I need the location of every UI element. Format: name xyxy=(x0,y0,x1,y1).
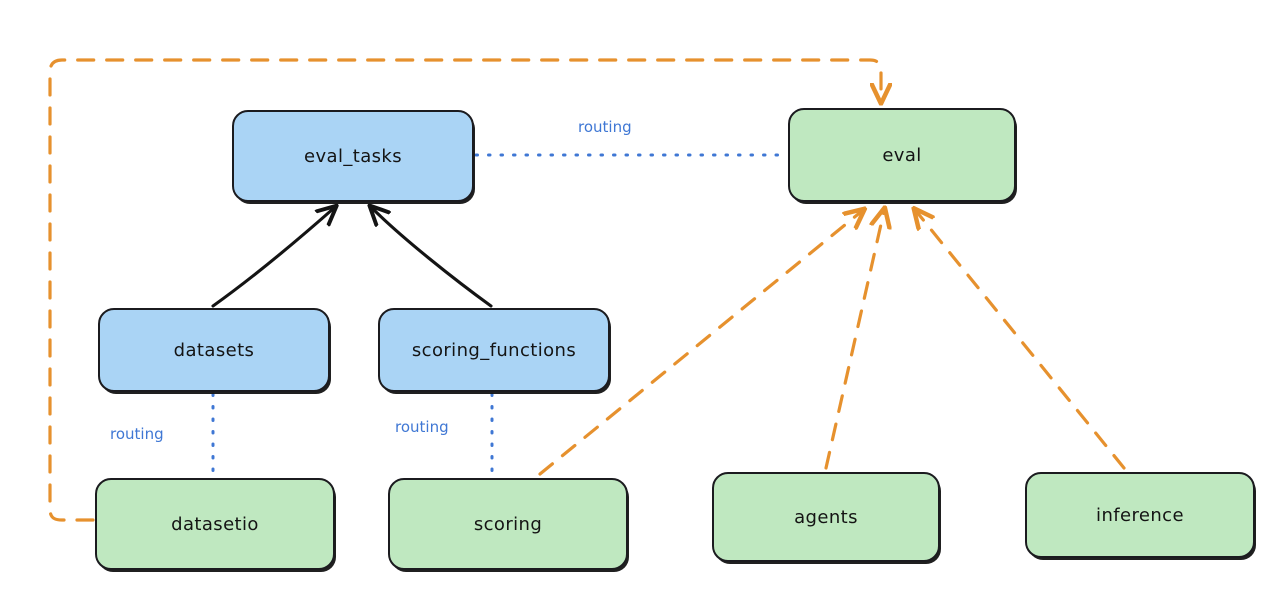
node-label-eval-tasks: eval_tasks xyxy=(303,145,403,167)
node-label-datasets: datasets xyxy=(173,339,255,361)
edge-agents-to-eval xyxy=(824,211,884,470)
edge-datasets-to-eval-tasks xyxy=(211,208,334,308)
node-agents[interactable]: agents xyxy=(712,472,940,562)
node-label-scoring-functions: scoring_functions xyxy=(411,339,577,361)
node-label-agents: agents xyxy=(794,506,858,528)
node-scoring[interactable]: scoring xyxy=(388,478,628,570)
node-inference[interactable]: inference xyxy=(1025,472,1255,558)
edge-label-routing-datasets-datasetio: routing xyxy=(110,425,164,443)
node-eval-tasks[interactable]: eval_tasks xyxy=(232,110,474,202)
node-label-datasetio: datasetio xyxy=(171,513,259,535)
node-scoring-functions[interactable]: scoring_functions xyxy=(378,308,610,392)
node-label-inference: inference xyxy=(1096,504,1184,526)
edge-inference-to-eval xyxy=(916,211,1126,470)
node-datasets[interactable]: datasets xyxy=(98,308,330,392)
node-eval[interactable]: eval xyxy=(788,108,1016,202)
edge-label-routing-scoring-functions-scoring: routing xyxy=(395,418,449,436)
node-label-scoring: scoring xyxy=(473,513,543,535)
edge-scoring-functions-to-eval-tasks xyxy=(372,208,493,308)
node-label-eval: eval xyxy=(882,144,922,166)
edge-label-routing-eval-tasks-eval: routing xyxy=(578,118,632,136)
node-datasetio[interactable]: datasetio xyxy=(95,478,335,570)
